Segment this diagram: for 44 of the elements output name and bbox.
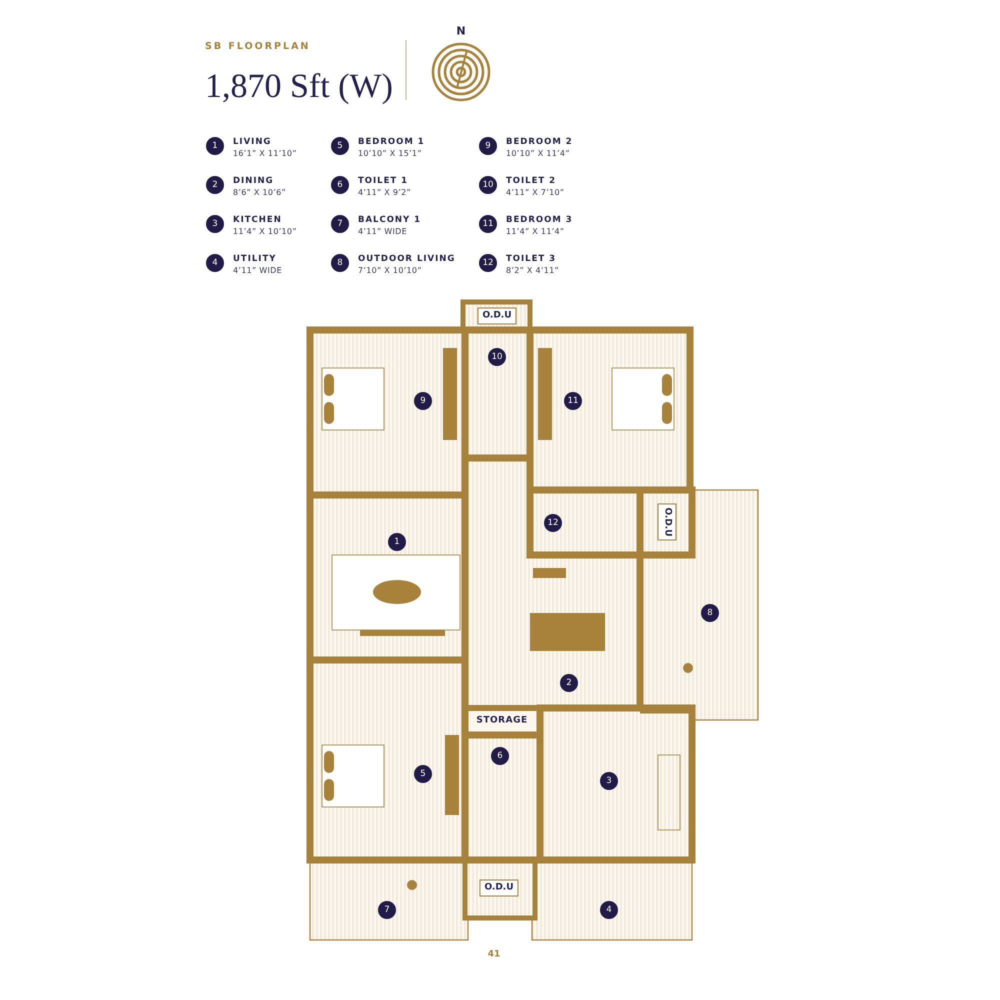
- callout-number: 5: [331, 137, 349, 155]
- room-dimensions: 10’10” X 11’4”: [506, 150, 570, 158]
- floorplan-title: 1,870 Sft (W): [205, 70, 393, 104]
- unit-label: O.D.U: [477, 308, 517, 324]
- callout-number: 7: [331, 215, 349, 233]
- room-name: BEDROOM 1: [358, 138, 425, 146]
- room-name: KITCHEN: [233, 216, 282, 224]
- room-label: STORAGE: [476, 716, 528, 726]
- room-dimensions: 8’6” X 10’6”: [233, 189, 286, 197]
- room-name: TOILET 1: [358, 177, 408, 186]
- callout-number: 10: [479, 176, 497, 194]
- room-name: DINING: [233, 177, 274, 186]
- north-label: N: [456, 26, 466, 36]
- room-dimensions: 8’2” X 4’11”: [506, 267, 559, 275]
- callout-number: 2: [206, 176, 224, 194]
- room-name: LIVING: [233, 138, 272, 146]
- callout-number: 9: [479, 137, 497, 155]
- room-dimensions: 4’11” X 9’2”: [358, 189, 411, 197]
- callout-number: 1: [206, 137, 224, 155]
- room-name: TOILET 3: [506, 255, 556, 264]
- callout-number: 3: [206, 215, 224, 233]
- room-dimensions: 7’10” X 10’10”: [358, 267, 422, 275]
- callout-number: 11: [479, 215, 497, 233]
- unit-label: O.D.U: [658, 503, 676, 541]
- room-dimensions: 11’4” X 10’10”: [233, 228, 297, 236]
- room-name: BALCONY 1: [358, 216, 422, 224]
- room-name: BEDROOM 2: [506, 138, 573, 146]
- callout-number: 4: [206, 254, 224, 272]
- callout-number: 6: [331, 176, 349, 194]
- page-number: 41: [488, 950, 500, 960]
- unit-label: O.D.U: [479, 880, 519, 896]
- room-dimensions: 16’1” X 11’10”: [233, 150, 297, 158]
- room-dimensions: 4’11” WIDE: [358, 228, 407, 236]
- room-name: TOILET 2: [506, 177, 556, 186]
- plan-label: SB FLOORPLAN: [205, 42, 310, 52]
- room-name: BEDROOM 3: [506, 216, 573, 224]
- room-name: OUTDOOR LIVING: [358, 255, 456, 264]
- room-dimensions: 4’11” X 7’10”: [506, 189, 564, 197]
- room-name: UTILITY: [233, 255, 276, 264]
- callout-number: 12: [479, 254, 497, 272]
- room-dimensions: 10’10” X 15’1”: [358, 150, 422, 158]
- room-dimensions: 4’11” WIDE: [233, 267, 282, 275]
- callout-number: 8: [331, 254, 349, 272]
- room-dimensions: 11’4” X 11’4”: [506, 228, 564, 236]
